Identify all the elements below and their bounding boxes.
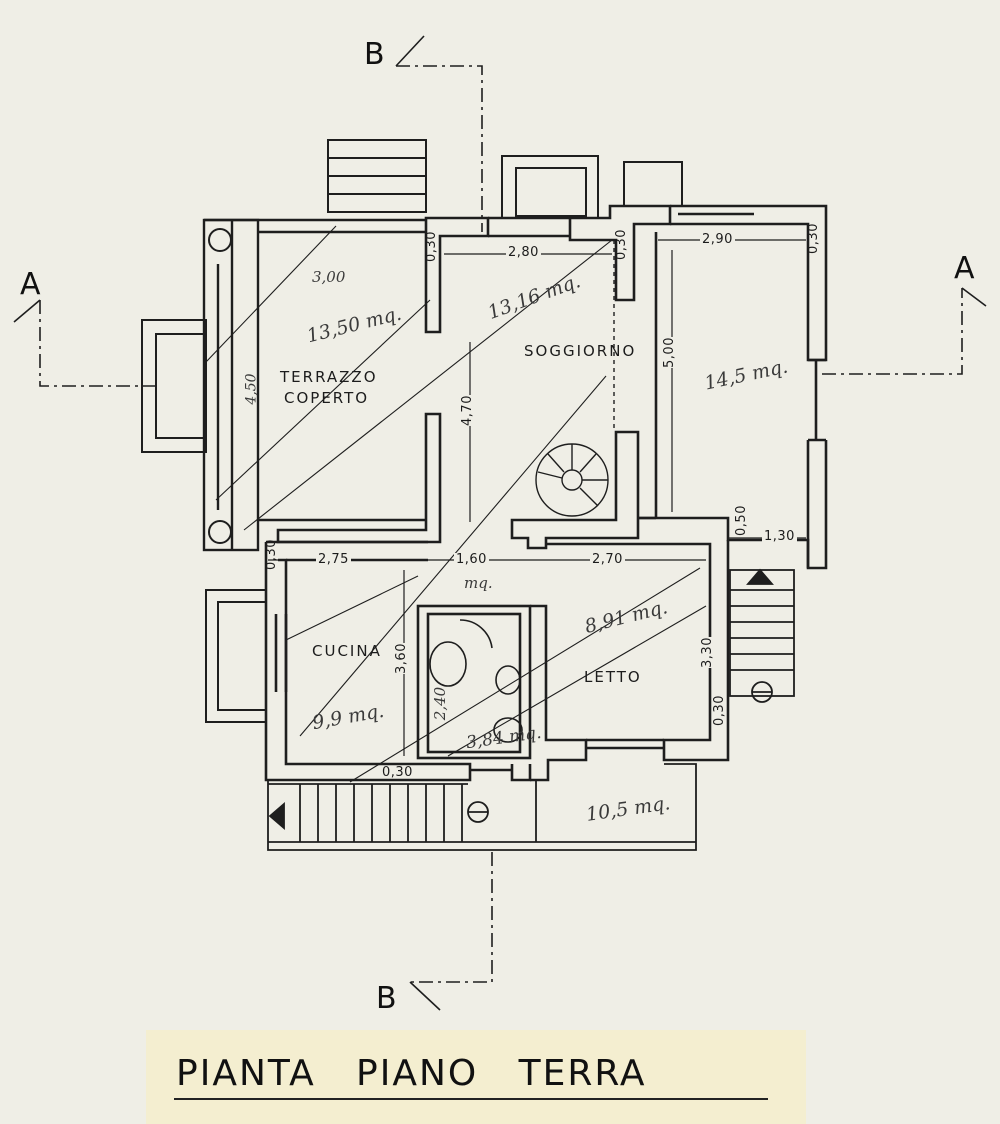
dim-wall-bed-right: 0,30 [711, 695, 727, 726]
section-marker-b-top: B [364, 37, 385, 72]
dim-soggiorno-depth: 4,70 [459, 395, 475, 426]
portico [267, 763, 697, 851]
dim-offset-130: 1,30 [762, 529, 797, 544]
dim-bath-depth: 2,40 [431, 686, 450, 721]
top-box-2 [623, 161, 683, 207]
dim-offset-050: 0,50 [733, 505, 749, 536]
terrace-steps [327, 139, 427, 213]
room-label-coperto: COPERTO [284, 389, 370, 407]
dim-kitchen-depth: 3,60 [393, 643, 409, 674]
section-line-b-bottom [410, 852, 493, 983]
dim-hall-width: 1,60 [454, 552, 489, 567]
dim-right-room-depth: 5,00 [661, 337, 677, 368]
room-label-cucina: CUCINA [312, 642, 382, 660]
dim-bed-width: 2,70 [590, 552, 625, 567]
left-planter-inner [155, 333, 207, 439]
section-cut-b-top [395, 35, 425, 67]
column-bottom [208, 520, 232, 544]
dim-terrazzo-width: 3,00 [312, 268, 346, 286]
dim-bed-depth: 3,30 [699, 637, 715, 668]
upper-walls [276, 204, 828, 570]
spiral-stair [535, 443, 609, 517]
section-marker-b-bottom: B [376, 981, 397, 1016]
room-label-terrazzo: TERRAZZO [280, 368, 378, 386]
section-line-b-top [396, 65, 483, 232]
dim-soggiorno-width: 2,80 [506, 245, 541, 260]
area-hall: mq. [464, 574, 493, 592]
column-top [208, 228, 232, 252]
drawing-title: PIANTA PIANO TERRA [176, 1053, 647, 1094]
dim-wall-kitchen-left: 0,30 [263, 539, 279, 570]
kitchen-planter-inner [217, 601, 267, 711]
room-label-letto: LETTO [584, 668, 642, 686]
dim-right-room-width: 2,90 [700, 232, 735, 247]
bathroom-fixtures [429, 619, 523, 743]
title-underline [174, 1098, 768, 1100]
dim-kitchen-width: 2,75 [316, 552, 351, 567]
diagonal-guides [205, 225, 707, 783]
dim-wall-top-left: 0,30 [423, 231, 439, 262]
section-marker-a-left: A [20, 267, 41, 302]
section-cut-a-left [13, 299, 41, 323]
terrace-outline [202, 218, 426, 552]
section-line-a-left [39, 300, 160, 387]
section-line-a-right [822, 288, 963, 375]
section-cut-b-bottom [409, 981, 441, 1011]
dim-terrazzo-depth: 4,50 [243, 373, 260, 405]
dim-wall-bottom: 0,30 [382, 765, 413, 780]
top-box-1-inner [515, 167, 587, 217]
entrance-steps [729, 568, 795, 703]
dim-wall-top-right: 0,30 [805, 223, 821, 254]
dim-wall-top-mid: 0,30 [613, 229, 629, 260]
room-label-soggiorno: SOGGIORNO [524, 342, 637, 360]
title-strip [146, 1030, 806, 1124]
section-cut-a-right [961, 287, 987, 307]
kitchen-planter [205, 589, 267, 723]
section-marker-a-right: A [954, 251, 975, 286]
